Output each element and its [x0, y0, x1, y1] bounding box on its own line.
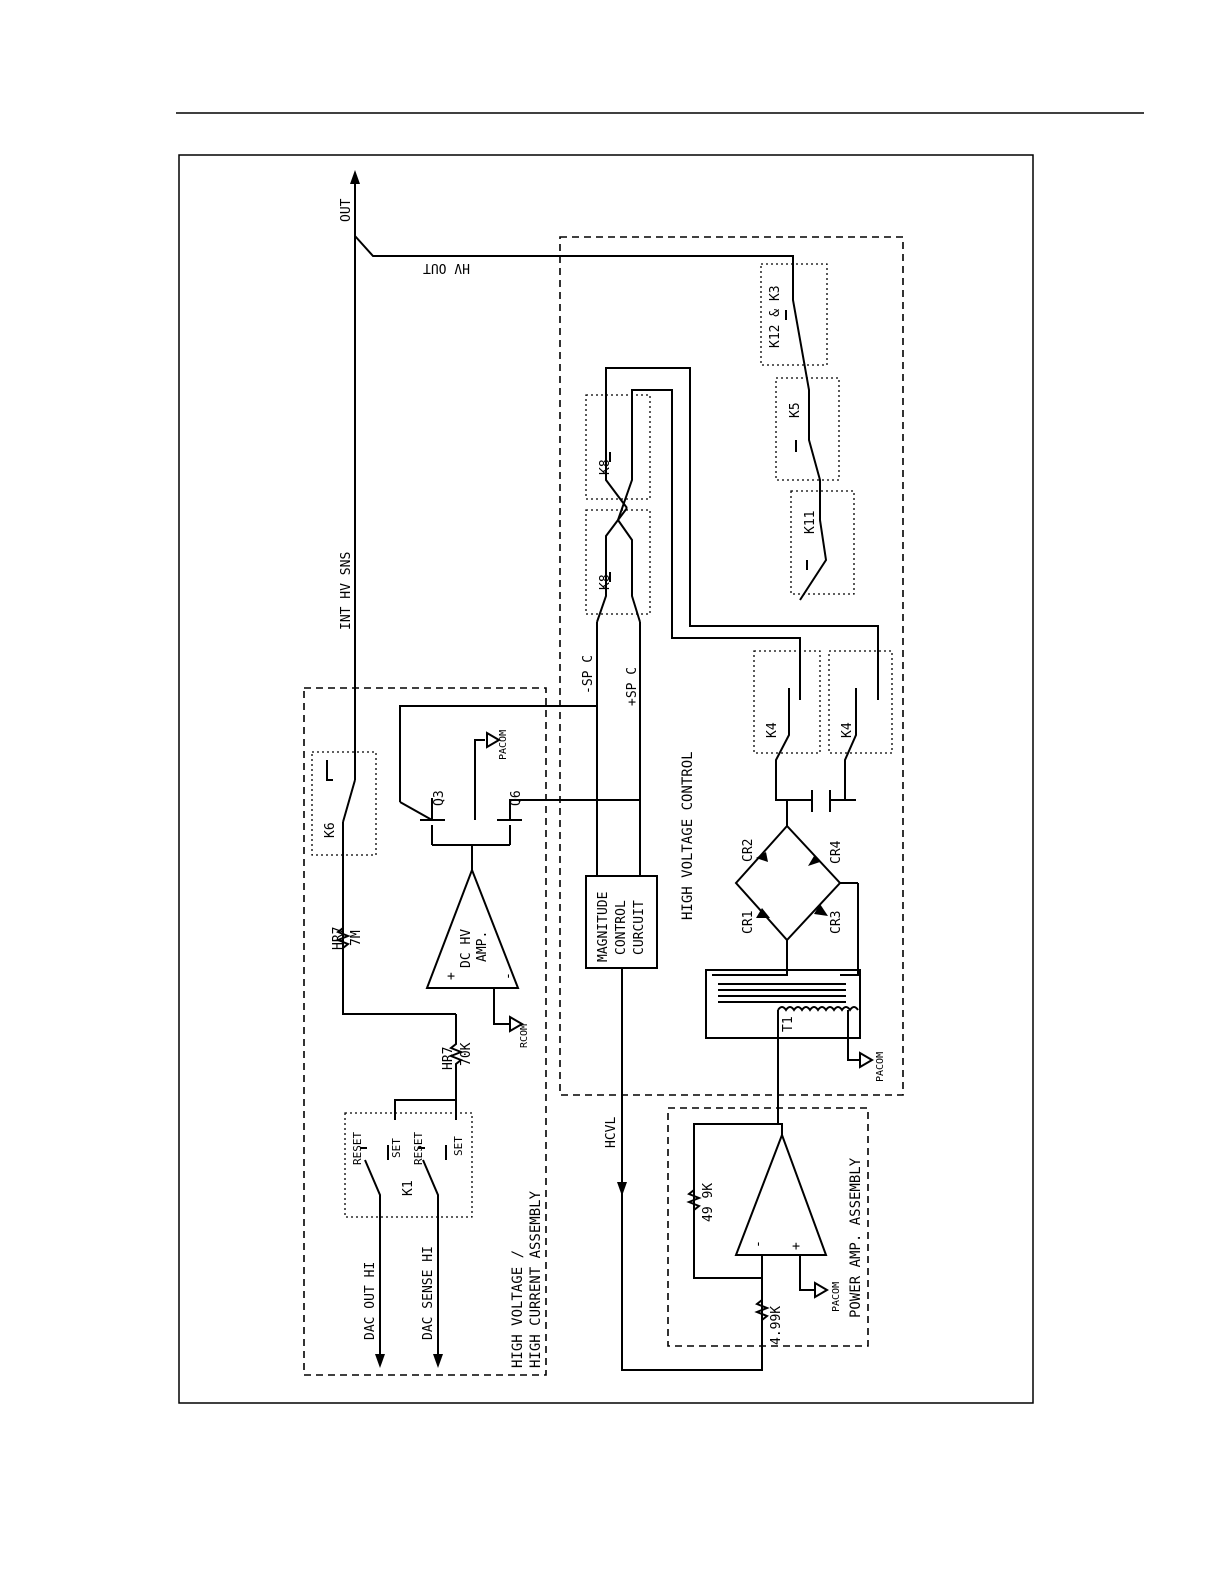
- pacom-ground-1-icon: [486, 731, 501, 749]
- wiring: [326, 170, 879, 1371]
- power-amp-box: [667, 1107, 869, 1347]
- dc-hv-amp-label-2: AMP.: [475, 931, 490, 962]
- magnitude-label-2: CONTROL: [614, 900, 629, 955]
- hr7-top-value: 7M: [349, 930, 364, 946]
- r-4k-label: 4.99K: [769, 1306, 784, 1345]
- relay-k4a-label: K4: [765, 722, 780, 738]
- magnitude-label-1: MAGNITUDE: [596, 892, 611, 962]
- relay-k8b-box: [585, 394, 651, 500]
- pacom-ground-3-icon: [814, 1281, 829, 1299]
- diode-cr4-icon: [808, 856, 820, 866]
- pacom-2-label: PACOM: [875, 1052, 886, 1082]
- power-amp-label: POWER AMP. ASSEMBLY: [848, 1157, 864, 1318]
- figure-frame: [178, 154, 1034, 1404]
- q6-label: Q6: [509, 790, 524, 806]
- relay-k11-label: K11: [803, 511, 818, 534]
- rcom-label: RCOM: [519, 1024, 530, 1048]
- amp2-minus: -: [751, 1240, 766, 1248]
- int-hv-sns-label: INT HV SNS: [339, 552, 354, 630]
- relay-k1-label: K1: [401, 1180, 416, 1196]
- rcom-ground-icon: [509, 1015, 524, 1033]
- diode-cr1-icon: [756, 908, 770, 918]
- dac-sense-hi-label: DAC SENSE HI: [421, 1246, 436, 1340]
- hv-assembly-label-2: HIGH CURRENT ASSEMBLY: [528, 1190, 544, 1368]
- set-a-label: SET: [390, 1138, 403, 1158]
- relay-k4a-box: [753, 650, 821, 754]
- plus-sp-c-label: +SP C: [625, 667, 640, 706]
- relay-k3-label: K12 & K3: [768, 285, 783, 348]
- relay-k6-box: [311, 751, 377, 856]
- hr7-top-label: HR7: [331, 927, 346, 950]
- relay-k4b-label: K4: [840, 722, 855, 738]
- hcvl-label: HCVL: [604, 1117, 619, 1148]
- pacom-ground-2-icon: [859, 1051, 874, 1069]
- set-b-label: SET: [452, 1136, 465, 1156]
- q3-label: Q3: [432, 790, 447, 806]
- relay-k8a-box: [585, 509, 651, 615]
- minus-sp-c-label: -SP C: [581, 655, 596, 694]
- relay-k8a-label: K8: [598, 574, 613, 590]
- hr7-bot-label: HR7: [441, 1047, 456, 1070]
- dac-out-hi-label: DAC OUT HI: [363, 1262, 378, 1340]
- relay-k5-label: K5: [788, 402, 803, 418]
- magnitude-label-3: CURCUIT: [632, 900, 647, 955]
- hv-assembly-label-1: HIGH VOLTAGE /: [510, 1250, 526, 1368]
- out-label: OUT: [339, 198, 354, 222]
- relay-k6-label: K6: [323, 822, 338, 838]
- relay-k1-box: [344, 1112, 473, 1218]
- relay-k3-box: [760, 263, 828, 366]
- relay-k8b-label: K8: [598, 459, 613, 475]
- pacom-3-label: PACOM: [831, 1282, 842, 1312]
- hv-control-label: HIGH VOLTAGE CONTROL: [680, 751, 696, 920]
- reset-b-label: RESET: [412, 1132, 425, 1165]
- diode-cr2-icon: [756, 852, 768, 862]
- relay-k5-box: [775, 377, 840, 481]
- amp1-minus: -: [501, 972, 516, 980]
- cr3-label: CR3: [829, 911, 844, 934]
- cr4-label: CR4: [829, 840, 844, 864]
- amp1-plus: +: [444, 972, 459, 980]
- relay-k11-box: [790, 490, 855, 595]
- pacom-1-label: PACOM: [498, 730, 509, 760]
- cr2-label: CR2: [741, 839, 756, 862]
- hr7-bot-value: 70K: [459, 1042, 474, 1066]
- labels: OUT HV OUT INT HV SNS -SP C +SP C HCVL H…: [323, 198, 886, 1368]
- hv-out-label: HV OUT: [423, 260, 470, 275]
- hv-hc-assembly-box: [303, 687, 547, 1376]
- reset-a-label: RESET: [351, 1132, 364, 1165]
- diode-cr3-icon: [814, 904, 828, 916]
- relay-k4b-box: [828, 650, 893, 754]
- dc-hv-amp-label-1: DC HV: [459, 929, 474, 968]
- hv-control-box: [559, 236, 904, 1096]
- cr1-label: CR1: [741, 911, 756, 934]
- amp2-plus: +: [789, 1242, 804, 1250]
- r-49k-label: 49 9K: [701, 1183, 716, 1222]
- t1-label: T1: [781, 1016, 796, 1032]
